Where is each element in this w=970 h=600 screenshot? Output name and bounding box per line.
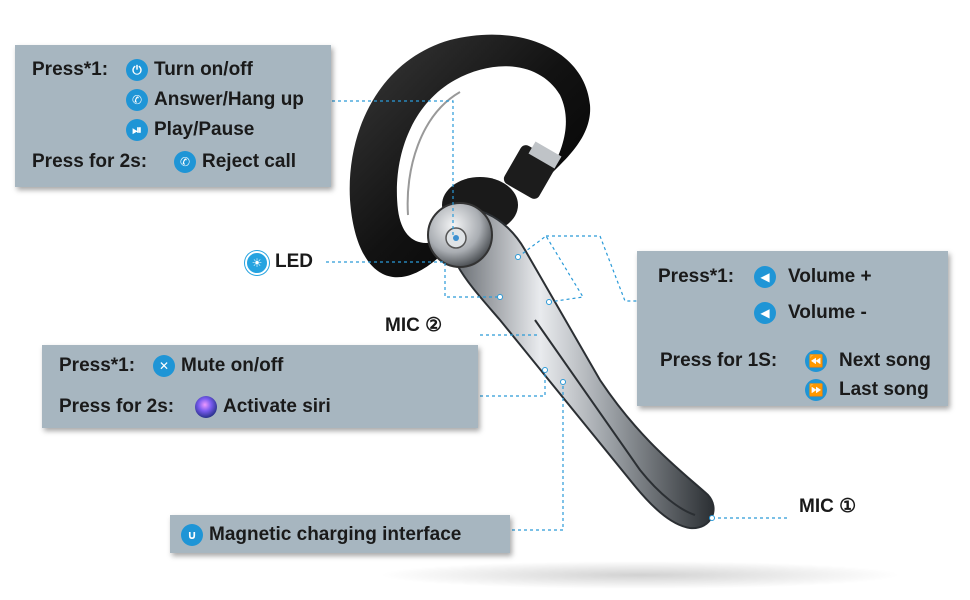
last-song-label: Last song <box>839 379 929 400</box>
next-song-label: Next song <box>839 350 931 371</box>
press-once-label: Press*1: <box>658 266 735 287</box>
panel-power-controls: Press*1: ⏻ Turn on/off ✆ Answer/Hang up … <box>15 45 331 187</box>
hook-ring <box>528 141 562 169</box>
led-icon: ☀ <box>245 251 269 275</box>
boom-arm <box>445 208 715 530</box>
power-icon: ⏻ <box>126 59 148 81</box>
leader-dots <box>497 254 715 521</box>
fast-forward-icon: ⏩ <box>805 379 827 401</box>
answer-hangup-label: Answer/Hang up <box>154 89 304 110</box>
play-pause-icon: ⏯ <box>126 119 148 141</box>
phone-reject-icon: ✆ <box>174 151 196 173</box>
press-once-label: Press*1: <box>59 355 136 376</box>
mute-label: Mute on/off <box>181 355 284 376</box>
play-pause-label: Play/Pause <box>154 119 255 140</box>
panel-volume-controls: Press*1: ◀ Volume + ◀ Volume - Press for… <box>637 251 948 406</box>
volume-down-icon: ◀ <box>754 302 776 324</box>
ear-hook <box>349 34 591 278</box>
siri-label: Activate siri <box>223 396 331 417</box>
floor-shadow <box>380 561 900 589</box>
mute-icon: ✕ <box>153 355 175 377</box>
reject-call-label: Reject call <box>202 151 296 172</box>
press-2s-label: Press for 2s: <box>59 396 175 417</box>
panel-charging: ∪ Magnetic charging interface <box>170 515 510 553</box>
siri-icon <box>195 396 217 418</box>
volume-up-label: Volume + <box>788 266 872 287</box>
press-2s-label: Press for 2s: <box>32 151 148 172</box>
press-1s-label: Press for 1S: <box>660 350 778 371</box>
panel-mute-siri: Press*1: ✕ Mute on/off Press for 2s: Act… <box>42 345 478 428</box>
volume-down-label: Volume - <box>788 302 867 323</box>
press-once-label: Press*1: <box>32 59 109 80</box>
mic1-label: MIC ① <box>799 496 857 517</box>
boom-groove <box>534 319 696 516</box>
rewind-icon: ⏪ <box>805 350 827 372</box>
leader-lines <box>326 100 790 531</box>
mic2-label: MIC ② <box>385 315 443 336</box>
charging-label: Magnetic charging interface <box>209 524 462 545</box>
phone-answer-icon: ✆ <box>126 89 148 111</box>
turn-onoff-label: Turn on/off <box>154 59 253 80</box>
magnet-icon: ∪ <box>181 524 203 546</box>
volume-up-icon: ◀ <box>754 266 776 288</box>
led-label: LED <box>275 251 313 272</box>
